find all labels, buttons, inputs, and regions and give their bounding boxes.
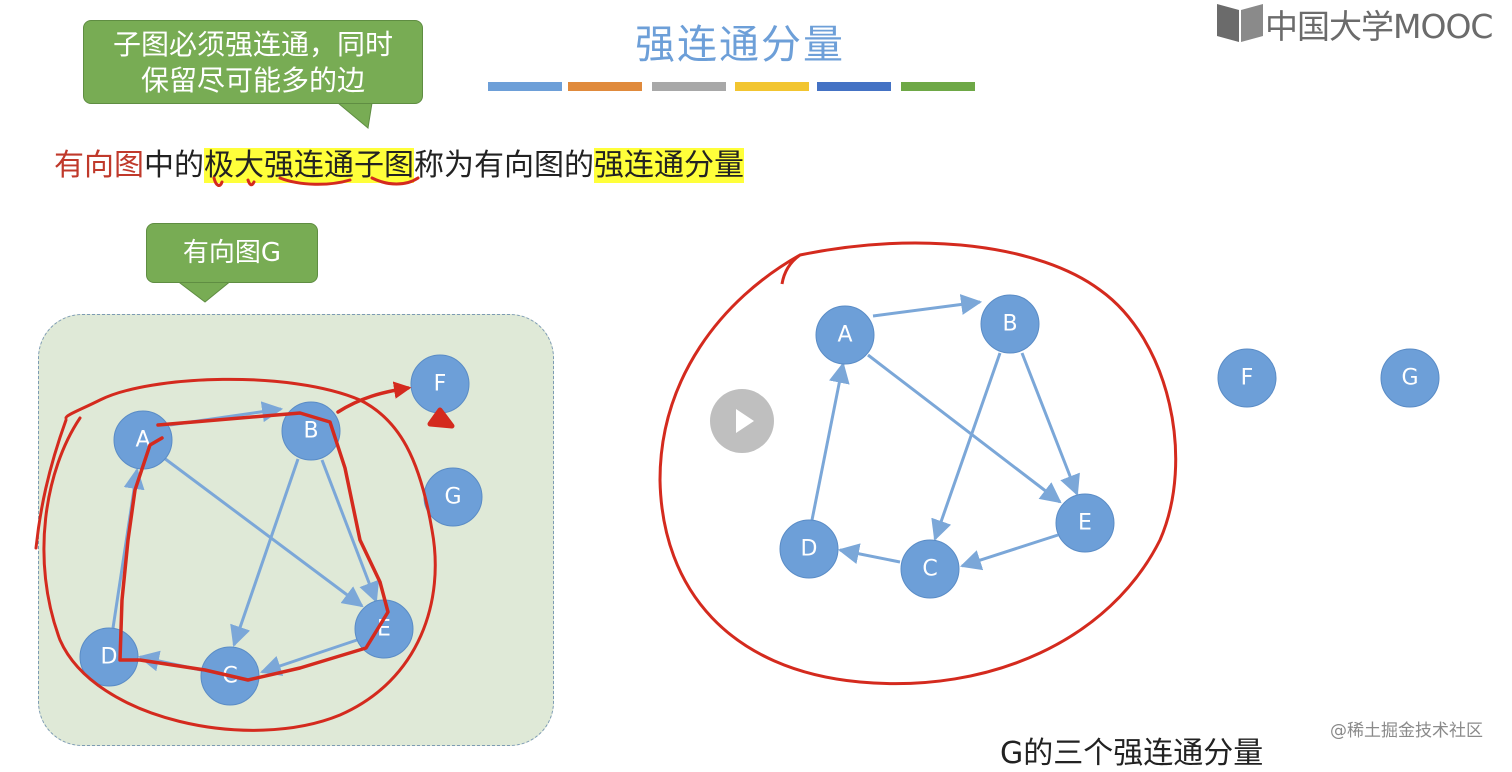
- right-node-c: C: [900, 539, 960, 599]
- color-bar-gray: [652, 82, 726, 91]
- left-edge-b-c: [230, 458, 300, 647]
- page-title: 强连通分量: [635, 22, 845, 68]
- left-node-d: D: [79, 627, 139, 687]
- right-edge-c-d: [837, 543, 901, 565]
- right-node-d: D: [779, 519, 839, 579]
- ink-underline-1: [212, 176, 224, 187]
- components-caption: G的三个强连通分量: [1000, 736, 1264, 771]
- callout-note: 子图必须强连通，同时 保留尽可能多的边: [83, 20, 423, 104]
- left-node-a-label: A: [135, 428, 150, 453]
- term-scc: 强连通分量: [594, 148, 744, 183]
- term-directed-graph: 有向图: [54, 148, 144, 183]
- callout-graph-g: 有向图G: [146, 223, 318, 283]
- right-node-b-label: B: [1002, 312, 1017, 337]
- sentence-text-1: 中的: [144, 148, 204, 183]
- ink-arrow-to-f: [336, 381, 412, 414]
- color-bar-yellow: [735, 82, 809, 91]
- left-node-g: G: [423, 467, 483, 527]
- left-node-a: A: [113, 410, 173, 470]
- color-bar-green: [901, 82, 975, 91]
- left-edge-b-e: [320, 459, 380, 603]
- sentence-text-2: 称为有向图的: [414, 148, 594, 183]
- right-edge-b-c: [931, 352, 1002, 541]
- left-node-d-label: D: [101, 645, 118, 670]
- watermark: @稀土掘金技术社区: [1330, 721, 1483, 741]
- right-edge-d-a: [810, 361, 850, 521]
- color-bar-blue: [488, 82, 562, 91]
- right-node-g-label: G: [1401, 366, 1418, 391]
- right-edge-a-e: [867, 353, 1062, 504]
- right-node-c-label: C: [922, 557, 937, 582]
- left-node-f-label: F: [434, 372, 447, 397]
- right-node-b: B: [980, 294, 1040, 354]
- video-play-button[interactable]: [710, 389, 774, 453]
- left-edge-a-e: [163, 456, 364, 608]
- ink-mark-near-f: [427, 407, 455, 429]
- color-bar-orange: [568, 82, 642, 91]
- ink-component-loop: [658, 241, 1178, 686]
- right-node-d-label: D: [801, 537, 818, 562]
- left-node-g-label: G: [444, 485, 461, 510]
- logo-text: 中国大学MOOC: [1265, 7, 1493, 46]
- right-node-g: G: [1380, 348, 1440, 408]
- ink-underline-3: [278, 176, 352, 186]
- callout-note-line1: 子图必须强连通，同时: [112, 28, 393, 61]
- right-node-e: E: [1055, 493, 1115, 553]
- right-node-e-label: E: [1078, 511, 1092, 536]
- left-edge-e-c: [260, 638, 358, 676]
- ink-underline-2: [246, 178, 256, 187]
- ink-big-loop: [42, 377, 437, 732]
- left-ink-annotations: [34, 176, 455, 732]
- left-node-f: F: [410, 354, 470, 414]
- book-icon: [1217, 4, 1263, 42]
- left-node-b-label: B: [303, 419, 318, 444]
- right-node-f: F: [1217, 348, 1277, 408]
- right-edge-b-e: [1020, 352, 1080, 496]
- right-node-a: A: [815, 305, 875, 365]
- ink-cycle-path: [118, 411, 390, 682]
- ink-underline-4: [370, 176, 420, 186]
- term-maximal-subgraph: 极大强连通子图: [204, 148, 414, 183]
- right-graph-edges: [810, 294, 1080, 571]
- left-node-b: B: [281, 401, 341, 461]
- mooc-logo: 中国大学MOOC: [1215, 0, 1512, 46]
- right-node-f-label: F: [1241, 366, 1254, 391]
- right-edge-e-c: [960, 533, 1059, 571]
- ink-tail-stroke: [34, 418, 68, 550]
- definition-sentence: 有向图中的极大强连通子图称为有向图的强连通分量: [54, 140, 744, 184]
- right-node-a-label: A: [837, 323, 852, 348]
- callout-note-line2: 保留尽可能多的边: [140, 64, 365, 97]
- right-edge-a-b: [872, 294, 983, 318]
- title-color-bars: [488, 82, 976, 92]
- color-bar-darkblue: [817, 82, 891, 91]
- play-icon: [736, 409, 754, 433]
